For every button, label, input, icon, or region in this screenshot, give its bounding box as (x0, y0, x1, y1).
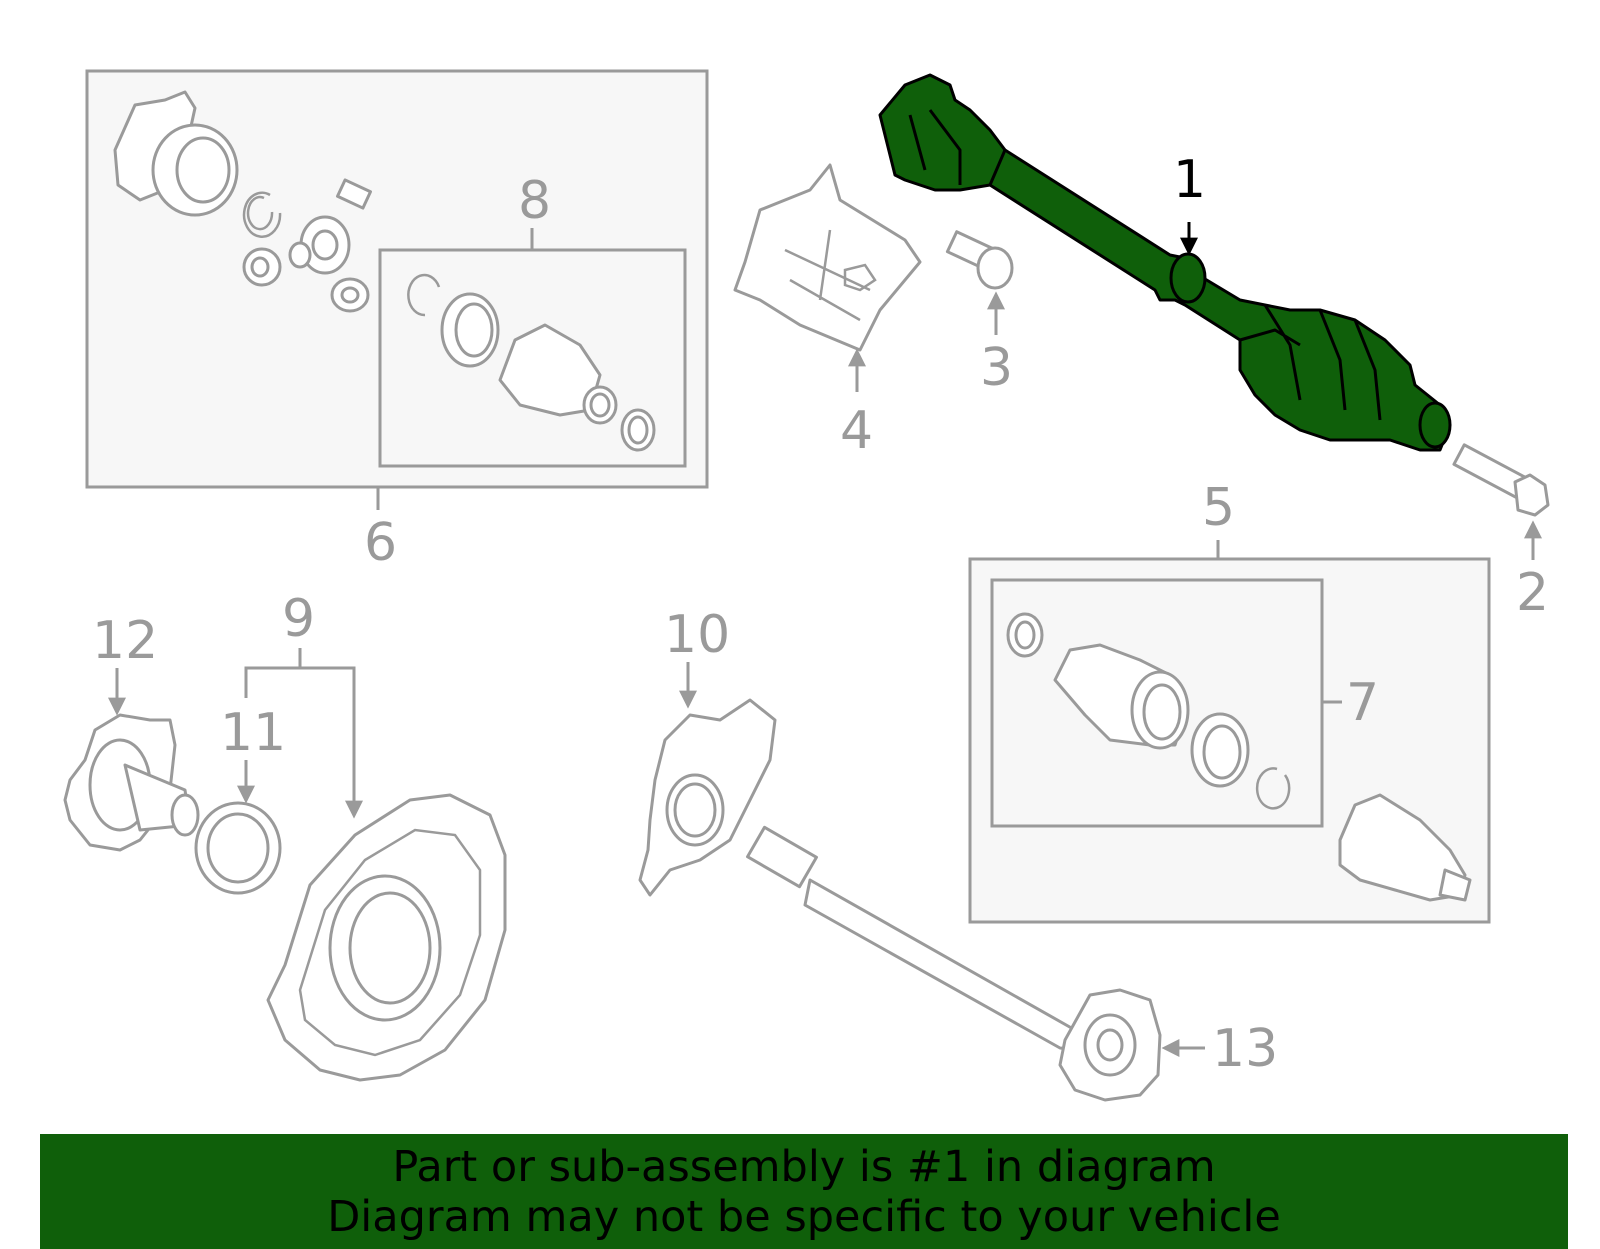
callout-2: 2 (1516, 563, 1549, 623)
callout-10: 10 (664, 605, 730, 665)
hub-flange-part (113, 90, 239, 217)
callout-1: 1 (1173, 150, 1206, 210)
callout-labels: 1 2 3 4 5 6 7 8 9 10 11 12 13 (92, 150, 1549, 1079)
boot-kit-7-parts (1006, 612, 1291, 810)
callout-3: 3 (980, 338, 1013, 398)
callout-12: 12 (92, 611, 158, 671)
callout-13: 13 (1212, 1019, 1278, 1079)
outer-boot-part (1338, 793, 1472, 902)
leader-lines (108, 222, 1542, 1057)
small-bearing-part (242, 247, 282, 287)
seal-11-part (194, 801, 282, 895)
differential-housing-9-part (266, 793, 507, 1082)
heat-shield-part (733, 163, 922, 352)
bolt-3-part (945, 230, 1014, 290)
callout-6: 6 (364, 513, 397, 573)
callout-5: 5 (1202, 478, 1235, 538)
assembly-box-6 (85, 69, 709, 489)
shaft-13-part (746, 825, 1162, 1102)
banner-line-1: Part or sub-assembly is #1 in diagram (392, 1141, 1216, 1192)
callout-9: 9 (282, 589, 315, 649)
inner-joint-part (288, 178, 372, 313)
axle-shaft-highlighted (878, 73, 1452, 452)
boot-kit-8-parts (407, 273, 656, 452)
banner-line-2: Diagram may not be specific to your vehi… (327, 1191, 1281, 1242)
snap-ring-part (242, 191, 282, 238)
gasket-10-part (638, 698, 777, 897)
callout-11: 11 (220, 703, 286, 763)
callout-4: 4 (840, 401, 873, 461)
info-banner: Part or sub-assembly is #1 in diagram Di… (40, 1134, 1568, 1249)
callout-7: 7 (1346, 673, 1379, 733)
output-flange-12-part (63, 713, 200, 852)
bolt-2-part (1452, 443, 1550, 517)
callout-8: 8 (518, 171, 551, 231)
